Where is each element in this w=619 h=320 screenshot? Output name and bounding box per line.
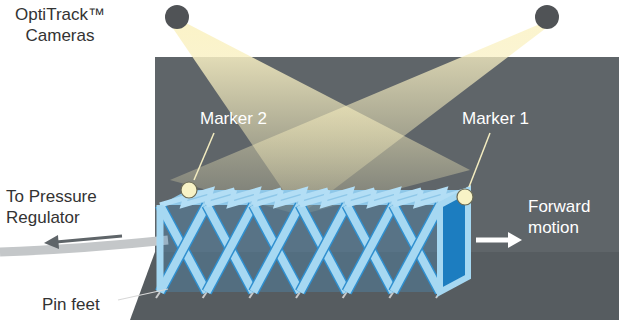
kirigami-strut	[347, 205, 394, 292]
marker-label: Marker 2	[200, 108, 290, 129]
marker-label: Marker 1	[462, 108, 552, 129]
kirigami-strut	[253, 205, 300, 292]
camera	[535, 5, 559, 29]
pin-foot	[156, 292, 160, 298]
end-cap	[157, 205, 164, 292]
robot-top	[160, 190, 468, 205]
kirigami-strut	[300, 205, 347, 292]
kirigami-strut	[207, 205, 254, 292]
forward-arrow	[476, 238, 510, 243]
kirigami-strut	[160, 205, 207, 292]
tube-label: To Pressure Regulator	[6, 186, 114, 228]
kirigami-strut	[347, 205, 394, 292]
kirigami-strut	[253, 205, 300, 292]
kirigami-strut	[160, 205, 207, 292]
leader-line	[194, 133, 214, 180]
kirigami-strut	[347, 205, 394, 292]
camera	[165, 5, 189, 29]
kirigami-strut	[300, 205, 347, 292]
kirigami-strut	[393, 205, 440, 292]
camera-label: OptiTrack™ Cameras	[4, 4, 116, 46]
kirigami-strut	[160, 205, 207, 292]
kirigami-strut	[393, 205, 440, 292]
feet-label: Pin feet	[42, 294, 122, 315]
kirigami-strut	[300, 205, 347, 292]
arrow-head	[44, 235, 59, 249]
kirigami-strut	[207, 205, 254, 292]
kirigami-strut	[160, 205, 207, 292]
kirigami-strut	[393, 205, 440, 292]
robot-front	[160, 205, 440, 292]
arrow-head	[508, 232, 522, 248]
kirigami-robot	[156, 190, 468, 298]
kirigami-strut	[347, 205, 394, 292]
arrow-line	[56, 236, 122, 242]
kirigami-strut	[393, 205, 440, 292]
marker	[457, 189, 473, 205]
kirigami-strut	[207, 205, 254, 292]
motion-label: Forward motion	[528, 196, 608, 238]
kirigami-strut	[253, 205, 300, 292]
leader-line	[118, 289, 168, 300]
air-tube	[0, 240, 168, 252]
kirigami-strut	[253, 205, 300, 292]
kirigami-strut	[207, 205, 254, 292]
kirigami-strut	[300, 205, 347, 292]
leader-line	[469, 133, 490, 187]
marker	[181, 182, 197, 198]
camera-beam	[170, 22, 554, 215]
